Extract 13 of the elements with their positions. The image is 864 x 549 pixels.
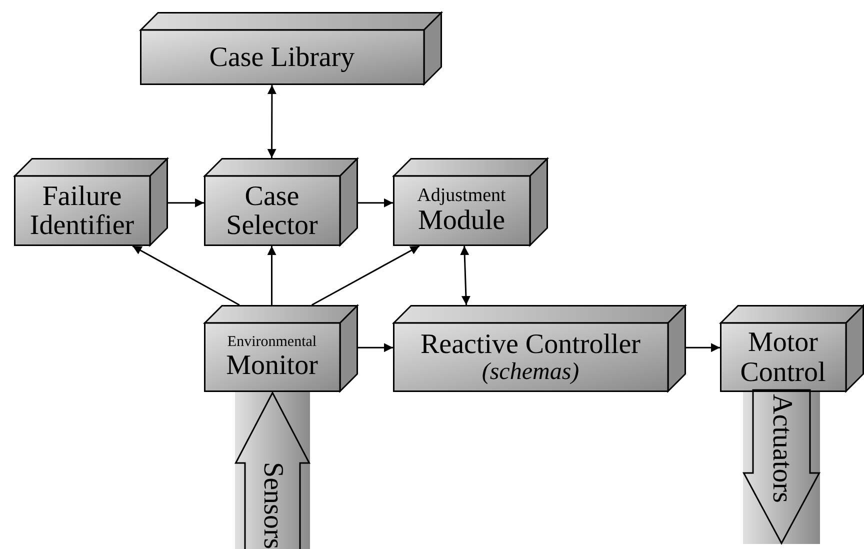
arrow	[132, 245, 240, 306]
block-arrow	[743, 392, 820, 544]
arrow	[358, 198, 393, 208]
arrow-label: Actuators	[768, 394, 796, 503]
arrow	[267, 246, 276, 305]
arrow	[460, 246, 470, 306]
arrow	[311, 245, 420, 306]
arrow	[267, 85, 276, 158]
arrow	[686, 343, 720, 352]
arrow-label: Sensors	[258, 462, 286, 549]
block-arrow	[235, 392, 310, 549]
arrow	[168, 198, 204, 208]
arrow	[358, 343, 393, 352]
